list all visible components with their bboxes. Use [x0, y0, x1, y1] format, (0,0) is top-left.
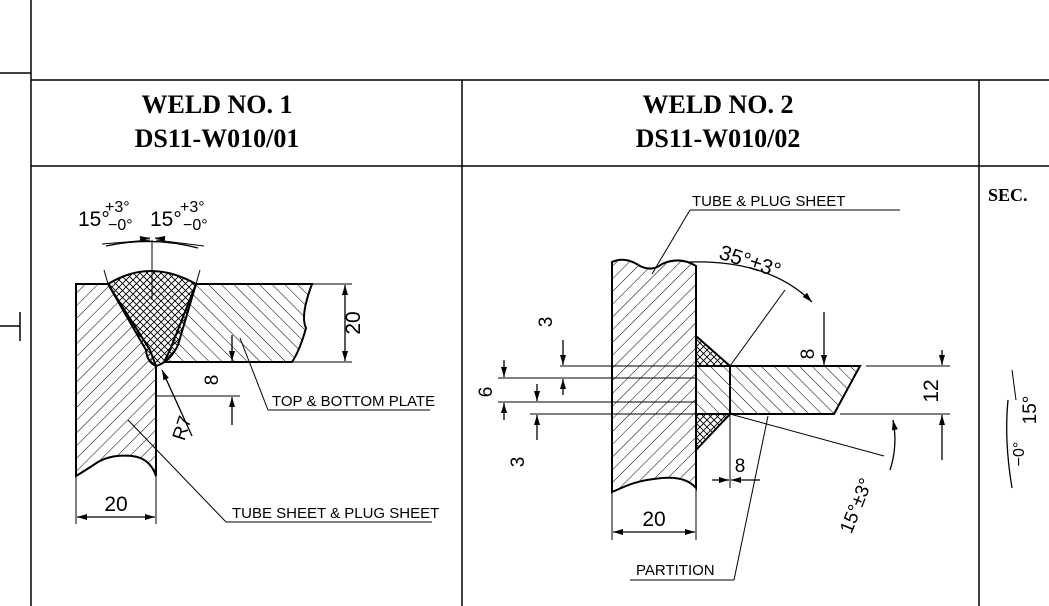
- weld2-bead-bottom: [695, 413, 733, 453]
- weld2-bead-root: [695, 365, 731, 415]
- weld1-dim-r7: R7: [169, 414, 196, 444]
- weld-bead: [106, 270, 198, 368]
- weld2-dim-20: 20: [642, 508, 665, 531]
- panel3-partial: SEC. 15° −0°: [988, 185, 1041, 489]
- label-sec: SEC.: [988, 185, 1028, 205]
- label-tube-sheet: TUBE SHEET & PLUG SHEET: [232, 505, 439, 522]
- weld1-dim-20-horizontal: 20: [104, 493, 127, 516]
- label-tube-plug-sheet: TUBE & PLUG SHEET: [692, 193, 845, 210]
- angle-35: 35°±3°: [716, 241, 783, 282]
- weld2-dim-6: 6: [476, 387, 497, 398]
- angle-partial-tol: −0°: [1011, 442, 1028, 467]
- label-top-bottom-plate: TOP & BOTTOM PLATE: [272, 393, 435, 410]
- weld1-drawing: 15° +3° −0° 15° +3° −0° 20 8 R7 TOP & BO…: [75, 199, 439, 524]
- angle-partial: 15°: [1020, 396, 1041, 425]
- tube-plug-sheet-part: [611, 258, 697, 494]
- weld2-dim-3-bottom: 3: [508, 457, 529, 468]
- weld1-dim-20-vertical: 20: [342, 311, 365, 334]
- angle-right-tol-minus: −0°: [183, 217, 208, 234]
- weld2-drawing: TUBE & PLUG SHEET 35°±3° 3 6 3 8 12 15°±…: [476, 193, 950, 581]
- weld1-code: DS11-W010/01: [135, 124, 300, 153]
- label-partition: PARTITION: [636, 562, 715, 579]
- weld2-code: DS11-W010/02: [636, 124, 801, 153]
- weld1-title: WELD NO. 1: [142, 90, 293, 119]
- partition-part: [729, 365, 862, 415]
- weld1-dim-8: 8: [202, 375, 223, 386]
- angle-right-value: 15°: [150, 208, 182, 231]
- angle-left-value: 15°: [78, 208, 110, 231]
- angle-left-tol-minus: −0°: [108, 217, 133, 234]
- weld2-dim-12: 12: [920, 379, 943, 402]
- angle-right-tol-plus: +3°: [180, 199, 205, 216]
- angle-15-bottom: 15°±3°: [836, 475, 877, 536]
- weld2-title: WELD NO. 2: [643, 90, 794, 119]
- weld2-dim-8-horizontal: 8: [735, 456, 746, 477]
- weld2-dim-3-top: 3: [536, 317, 557, 328]
- angle-left-tol-plus: +3°: [105, 199, 130, 216]
- weld2-bead-top: [695, 333, 733, 367]
- weld2-dim-8-vertical: 8: [798, 349, 819, 360]
